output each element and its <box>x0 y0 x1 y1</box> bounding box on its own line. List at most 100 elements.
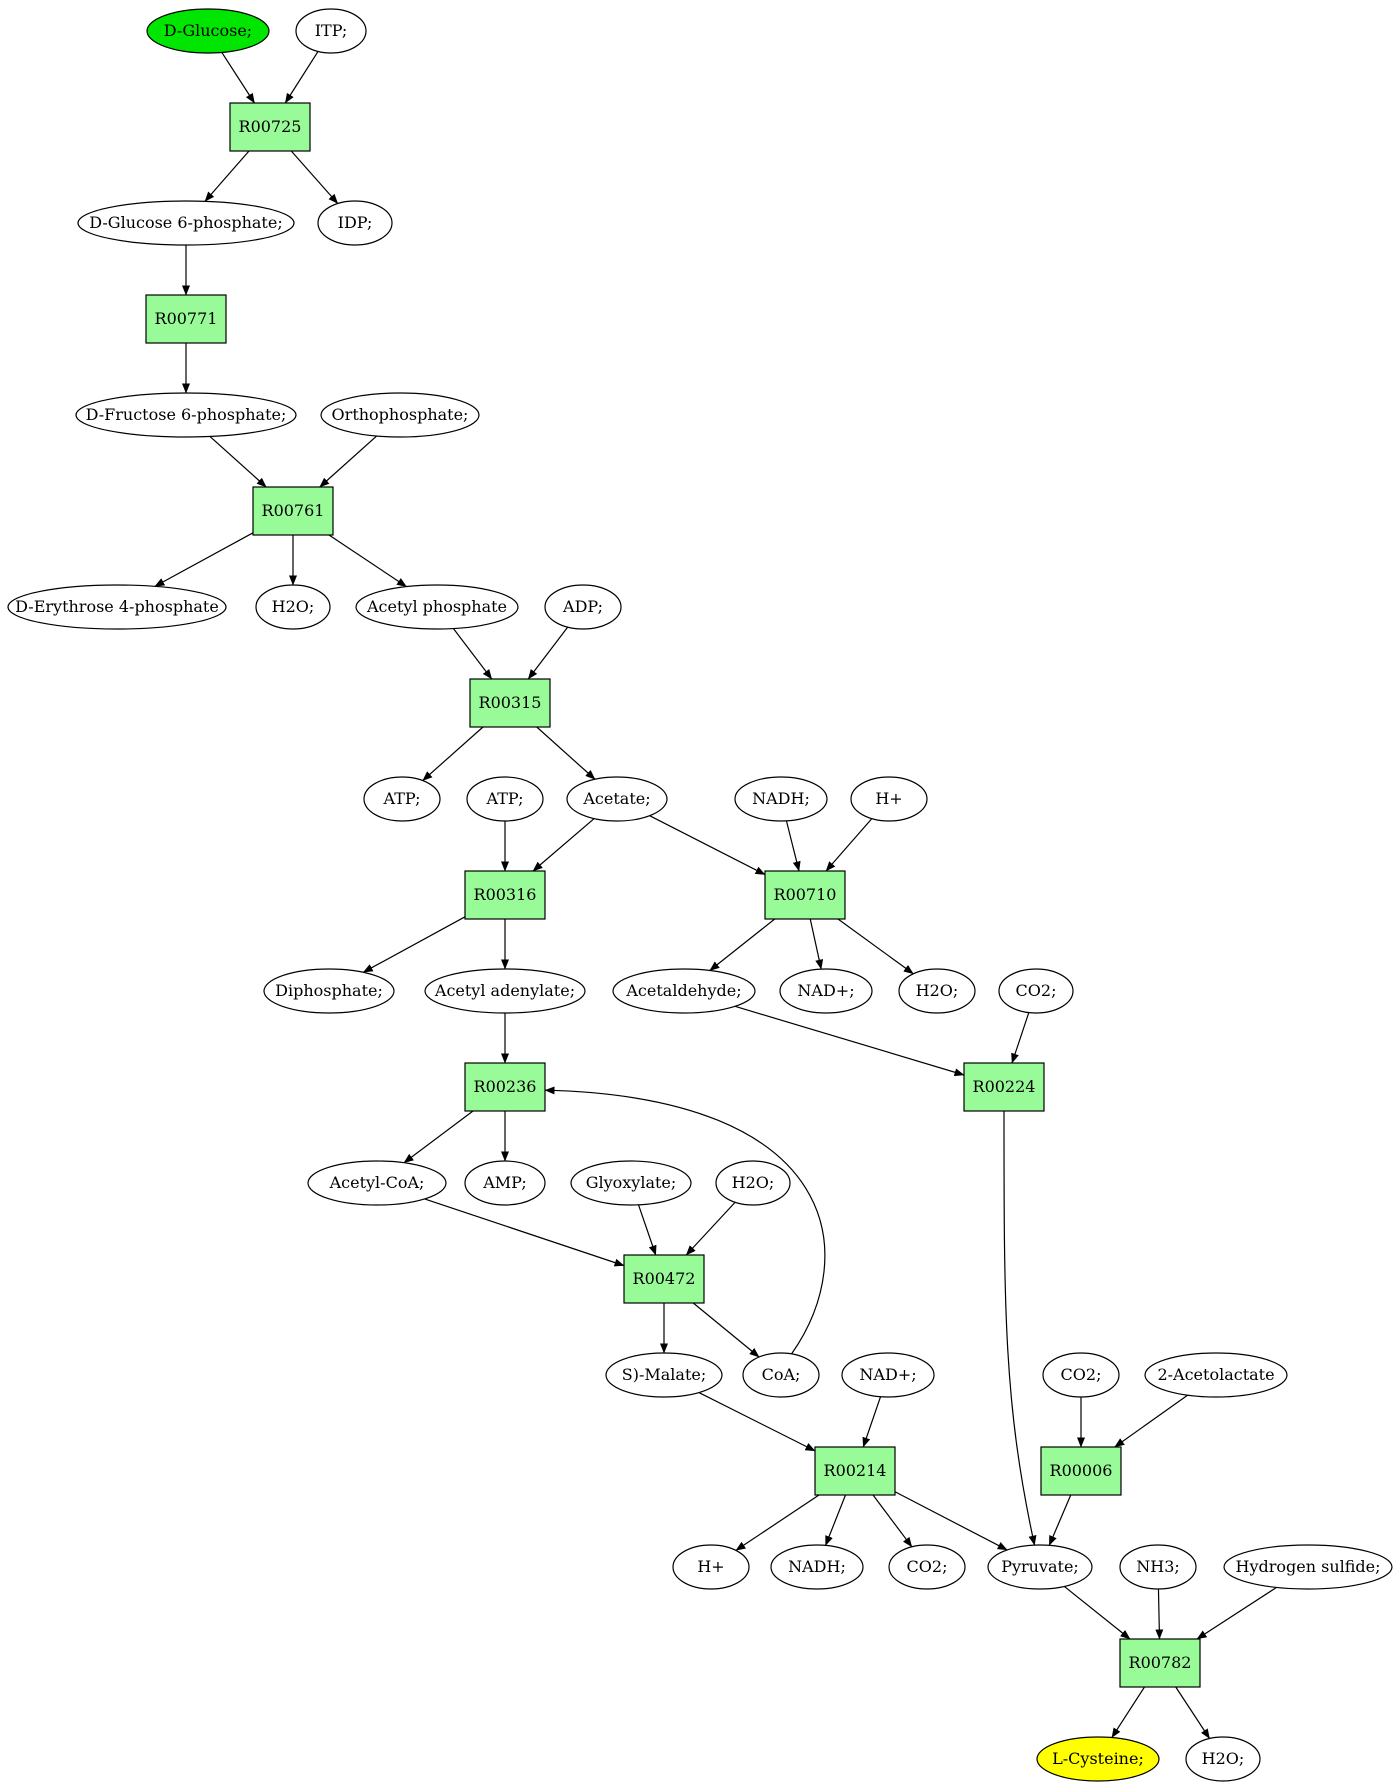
compound-ellipse <box>1223 1544 1393 1590</box>
compound-ellipse <box>317 200 393 246</box>
reaction-node-r_R00214: R00214 <box>814 1446 896 1496</box>
compound-ellipse <box>355 584 519 630</box>
edge-r_R00725-to-c_g6p <box>204 150 250 202</box>
edge-layer <box>154 51 1277 1739</box>
edge-r_R00710-to-c_acetaldehyde <box>709 918 776 971</box>
reaction-box <box>1119 1638 1201 1688</box>
compound-ellipse <box>998 968 1074 1014</box>
reaction-node-r_R00315: R00315 <box>469 678 551 728</box>
reaction-box <box>1040 1446 1122 1496</box>
node-label: L-Cysteine; <box>1052 1749 1144 1768</box>
node-label: CoA; <box>762 1365 801 1384</box>
node-label: D-Fructose 6-phosphate; <box>86 405 287 424</box>
node-label: H+ <box>875 789 902 808</box>
compound-node-c_acetylphosphate: Acetyl phosphate <box>355 584 519 630</box>
node-label: ATP; <box>383 789 421 808</box>
compound-ellipse <box>1119 1544 1197 1590</box>
node-label: D-Glucose 6-phosphate; <box>89 213 282 232</box>
node-label: Acetaldehyde; <box>625 981 741 1000</box>
compound-node-c_diphosphate: Diphosphate; <box>263 968 395 1014</box>
compound-ellipse <box>146 8 270 54</box>
node-label: ATP; <box>486 789 524 808</box>
edge-r_R00214-to-c_hplus_2 <box>735 1494 820 1551</box>
compound-ellipse <box>77 200 295 246</box>
node-label: R00236 <box>474 1077 537 1096</box>
compound-node-c_f6p: D-Fructose 6-phosphate; <box>75 392 297 438</box>
edge-r_R00472-to-c_coa <box>692 1302 760 1358</box>
edge-r_R00224-to-c_pyruvate <box>1003 1110 1037 1546</box>
node-label: D-Erythrose 4-phosphate <box>15 597 219 616</box>
reaction-node-r_R00725: R00725 <box>229 102 311 152</box>
node-label: IDP; <box>338 213 373 232</box>
compound-node-c_hplus_2: H+ <box>672 1544 750 1590</box>
edge-c_nadh_1-to-r_R00710 <box>785 820 801 872</box>
node-label: Orthophosphate; <box>332 405 469 424</box>
node-label: Acetyl adenylate; <box>434 981 575 1000</box>
compound-node-c_pyruvate: Pyruvate; <box>987 1544 1093 1590</box>
compound-ellipse <box>779 968 873 1014</box>
compound-node-c_amp: AMP; <box>464 1160 546 1206</box>
compound-node-c_h2s: Hydrogen sulfide; <box>1223 1544 1393 1590</box>
compound-node-c_h2o_1: H2O; <box>255 584 331 630</box>
edge-r_R00236-to-c_acetylcoa <box>403 1110 474 1164</box>
compound-node-c_dglucose: D-Glucose; <box>146 8 270 54</box>
compound-ellipse <box>255 584 331 630</box>
compound-ellipse <box>544 584 622 630</box>
node-label: R00316 <box>474 885 537 904</box>
edge-r_R00725-to-c_idp <box>290 150 339 204</box>
node-label: CO2; <box>1061 1365 1102 1384</box>
compound-node-c_nadplus_1: NAD+; <box>779 968 873 1014</box>
node-label: NADH; <box>752 789 810 808</box>
reaction-box <box>814 1446 896 1496</box>
node-label: R00710 <box>774 885 837 904</box>
compound-node-c_lcysteine: L-Cysteine; <box>1036 1736 1160 1782</box>
node-label: Acetyl-CoA; <box>329 1173 425 1192</box>
node-label: NAD+; <box>797 981 854 1000</box>
edge-c_acetylphosphate-to-r_R00315 <box>452 628 493 680</box>
node-label: R00761 <box>262 501 325 520</box>
edge-c_nadplus_2-to-r_R00214 <box>862 1396 882 1448</box>
reaction-node-r_R00006: R00006 <box>1040 1446 1122 1496</box>
reaction-box <box>229 102 311 152</box>
node-label: R00006 <box>1050 1461 1113 1480</box>
compound-ellipse <box>466 776 544 822</box>
edge-c_acetylcoa-to-r_R00472 <box>424 1198 625 1267</box>
edge-c_coa-to-r_R00236 <box>544 1086 826 1355</box>
edge-c_co2_1-to-r_R00224 <box>1011 1012 1030 1064</box>
compound-node-c_atp_2: ATP; <box>466 776 544 822</box>
compound-node-c_coa: CoA; <box>742 1352 820 1398</box>
compound-node-c_itp: ITP; <box>295 8 367 54</box>
edge-r_R00782-to-c_lcysteine <box>1111 1686 1146 1738</box>
edge-c_glyoxylate-to-r_R00472 <box>637 1204 657 1256</box>
node-label: NH3; <box>1136 1557 1180 1576</box>
compound-node-c_orthophosphate: Orthophosphate; <box>320 392 480 438</box>
compound-ellipse <box>1144 1352 1288 1398</box>
edge-c_adp-to-r_R00315 <box>527 626 569 680</box>
edge-c_itp-to-r_R00725 <box>284 51 319 104</box>
compound-node-c_g6p: D-Glucose 6-phosphate; <box>77 200 295 246</box>
node-label: R00771 <box>155 309 218 328</box>
edge-c_pyruvate-to-r_R00782 <box>1063 1585 1131 1640</box>
compound-node-c_adp: ADP; <box>544 584 622 630</box>
compound-ellipse <box>850 776 928 822</box>
edge-r_R00761-to-c_acetylphosphate <box>328 534 407 588</box>
edge-c_dglucose-to-r_R00725 <box>221 52 256 104</box>
edge-c_acetate-to-r_R00316 <box>532 818 595 872</box>
compound-ellipse <box>566 776 668 822</box>
edge-r_R00782-to-c_h2o_4 <box>1175 1686 1211 1739</box>
reaction-box <box>464 1062 546 1112</box>
node-label: D-Glucose; <box>164 21 252 40</box>
reaction-node-r_R00236: R00236 <box>464 1062 546 1112</box>
edge-c_f6p-to-r_R00761 <box>209 436 267 488</box>
edge-c_acetate-to-r_R00710 <box>649 815 766 876</box>
compound-node-c_idp: IDP; <box>317 200 393 246</box>
edge-c_h2s-to-r_R00782 <box>1196 1586 1277 1640</box>
compound-ellipse <box>715 1160 791 1206</box>
node-label: ADP; <box>562 597 603 616</box>
edge-c_hplus_1-to-r_R00710 <box>825 818 873 872</box>
edge-r_R00006-to-c_pyruvate <box>1048 1494 1072 1546</box>
edge-r_R00214-to-c_nadh_2 <box>824 1494 847 1546</box>
compound-ellipse <box>570 1160 692 1206</box>
edge-c_acetolactate-to-r_R00006 <box>1114 1394 1188 1448</box>
